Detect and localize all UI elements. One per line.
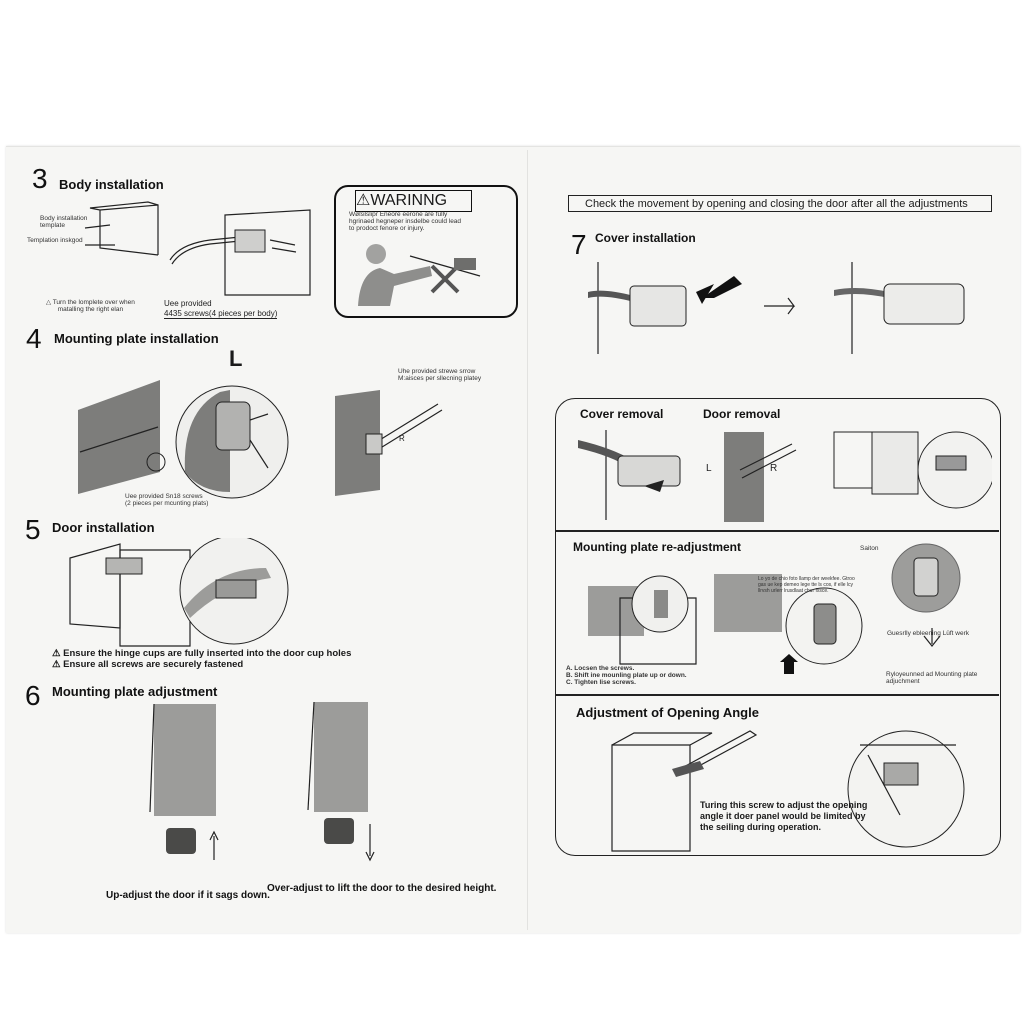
angle-title: Adjustment of Opening Angle (576, 705, 759, 720)
door-removal-letter-l: L (706, 463, 712, 474)
step3-template-label2: Templation inskgod (27, 237, 83, 244)
warning-triangle-icon: ⚠ (356, 192, 371, 209)
step6-diagram-right (307, 701, 375, 862)
step4-diagram-right (335, 390, 443, 496)
step3-note-right-1: Uee provided (164, 299, 212, 308)
readjust-right-note: Guesrlly ebleening Lüft werk (887, 630, 970, 637)
page-fold (527, 150, 528, 930)
step7-number: 7 (571, 229, 587, 260)
step4-note-top: Uhe provided strewe srrow M:aisces per s… (398, 368, 482, 382)
door-removal-letter-r: R (770, 463, 778, 474)
step3-note-left: △ Turn the lomplete over when matalling … (46, 299, 135, 313)
step7-title: Cover installation (595, 231, 696, 245)
readjust-steps: A. Locsen the screws. B. Shift ine mounl… (566, 665, 687, 686)
warning-title-box: ⚠WARINNG (355, 190, 472, 212)
step6-caption-left: Up-adjust the door if it sags down. (106, 890, 270, 901)
cover-removal-title: Cover removal (580, 407, 664, 421)
readjust-diagram (588, 574, 863, 674)
step6-caption-right: Over-adjust to lift the door to the desi… (267, 883, 497, 894)
step4-number: 4 (26, 323, 42, 354)
step4-arrow-letter: R (399, 434, 405, 443)
step5-title: Door installation (52, 520, 155, 535)
panel-divider-2 (556, 694, 999, 696)
step7-diagram (588, 262, 965, 354)
warning-title: WARINNG (370, 192, 448, 209)
panel-divider-1 (556, 530, 999, 532)
step6-diagram-left (149, 703, 219, 860)
step6-title: Mounting plate adjustment (52, 684, 218, 699)
readjust-right-diagram (891, 543, 961, 647)
adjustment-panel (555, 398, 1001, 856)
step4-note-bottom: Uee provided Sn18 screws (2 pieces per m… (125, 493, 209, 507)
step5-diagram (69, 538, 289, 647)
step4-diagram-left (78, 380, 289, 499)
warning-box (334, 185, 518, 318)
step3-note-right-2: 4435 screws(4 pieces per body) (164, 309, 278, 319)
step5-warning-1: ⚠ Ensure the hinge cups are fully insert… (52, 648, 352, 659)
readjust-right-note-2: Ryloyeunned ad Mounting plate adjuchment (886, 671, 978, 685)
angle-diagram (611, 730, 965, 852)
step4-letter-l: L (229, 346, 243, 371)
step6-number: 6 (25, 680, 41, 711)
readjust-note-center: Lo yo de chio foto llamp der weekfee. Gt… (758, 576, 855, 594)
step3-template-label: Body installation template (40, 215, 88, 229)
step3-number: 3 (32, 163, 48, 194)
warning-text: Wøßilslipr Eneore eerone are fully hgrin… (349, 211, 462, 232)
door-removal-title: Door removal (703, 407, 781, 421)
step3-diagram (84, 201, 311, 296)
step5-warning-2: ⚠ Ensure all screws are securely fastene… (52, 659, 244, 670)
step4-title: Mounting plate installation (54, 331, 219, 346)
readjust-title: Mounting plate re-adjustment (573, 540, 741, 554)
warning-illustration (358, 244, 481, 306)
angle-text: Turing this screw to adjust the opening … (700, 800, 868, 832)
step5-number: 5 (25, 514, 41, 545)
step3-title: Body installation (59, 177, 164, 192)
removal-diagram (578, 430, 992, 522)
readjust-corner-label: Saiton (860, 545, 879, 552)
check-movement-box: Check the movement by opening and closin… (568, 195, 992, 212)
